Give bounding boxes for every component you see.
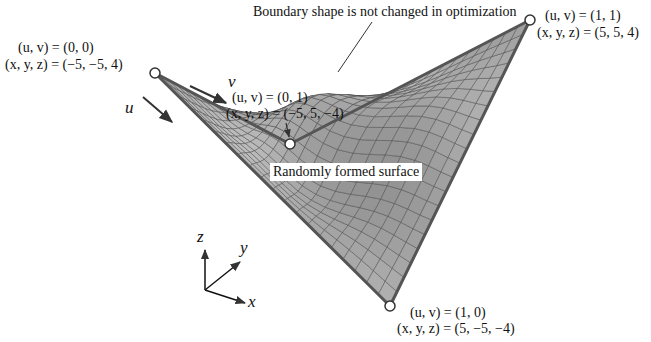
callout-note: Boundary shape is not changed in optimiz… [253,4,517,20]
axis-label: z [197,229,204,245]
surface-boundary [155,20,530,306]
space-coordinate: (x, y, z) = (−5, 5, −4) [226,106,344,122]
leader-line [338,22,372,72]
pointer-arrow [286,123,289,137]
corner-point [385,301,395,311]
parameter-coordinate: (u, v) = (0, 1) [232,90,308,106]
u-direction-arrow [143,97,172,122]
parameter-coordinate: (u, v) = (0, 0) [18,40,94,56]
v-direction-arrow [190,86,226,103]
corner-point [525,15,535,25]
surface-label: Randomly formed surface [270,163,422,181]
axis-label: x [248,294,256,310]
axis-triad [205,250,245,303]
surface-mesh [155,20,530,306]
space-coordinate: (x, y, z) = (5, −5, −4) [397,321,515,337]
axis-label: v [228,74,236,90]
corner-point [150,68,160,78]
axis-label: y [240,240,248,256]
corner-point [285,139,295,149]
boundary-line [155,20,530,306]
space-coordinate: (x, y, z) = (−5, −5, 4) [5,57,123,73]
corner-points [150,15,535,311]
axis-label: u [125,100,134,116]
parameter-coordinate: (u, v) = (1, 0) [410,305,486,321]
space-coordinate: (x, y, z) = (5, 5, 4) [537,25,639,41]
parameter-coordinate: (u, v) = (1, 1) [545,8,621,24]
